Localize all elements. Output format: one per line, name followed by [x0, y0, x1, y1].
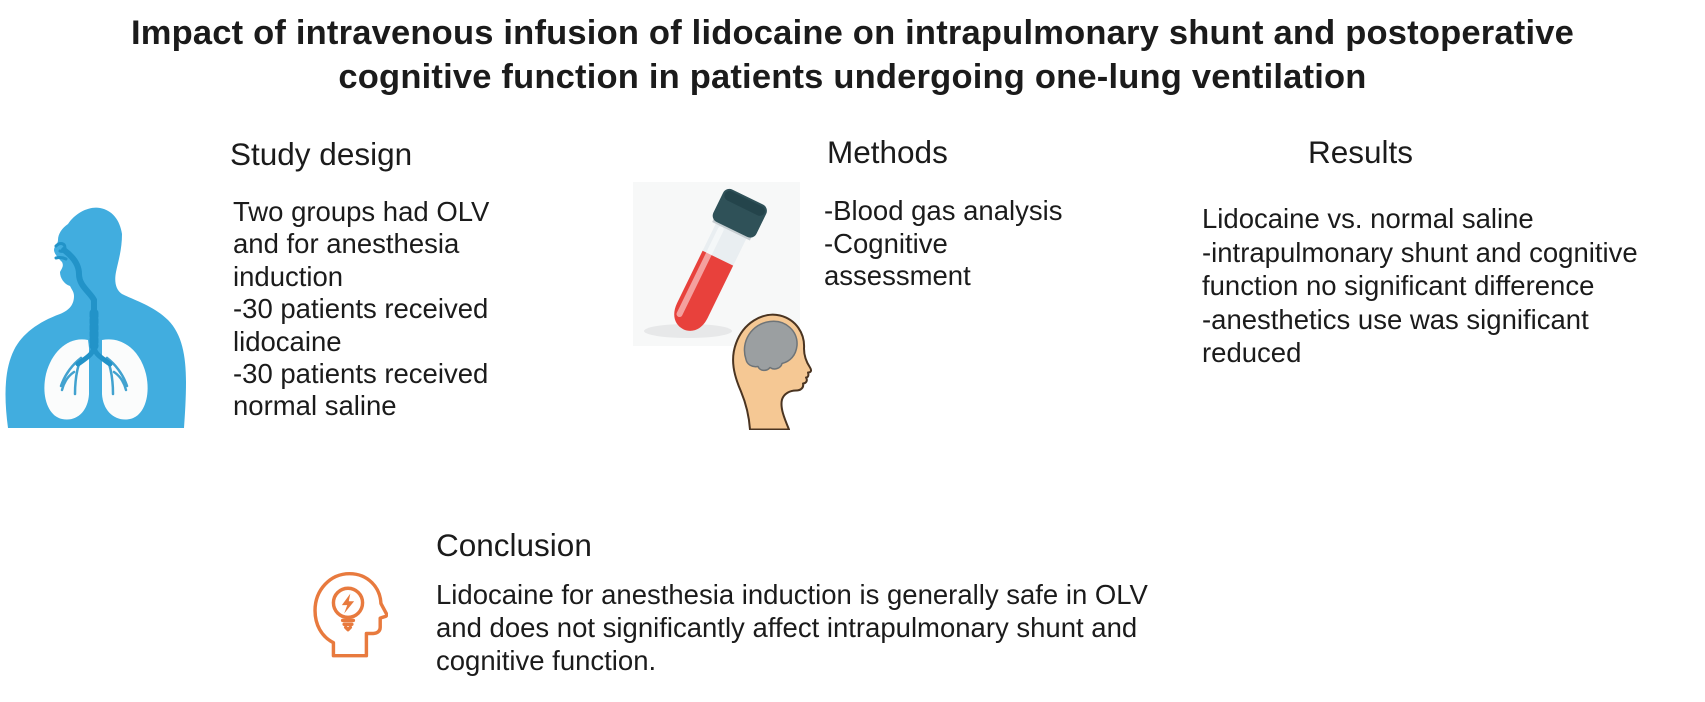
conclusion-line: Lidocaine for anesthesia induction is ge… — [436, 579, 1148, 610]
conclusion-line: cognitive function. — [436, 644, 657, 676]
head-with-lightbulb-icon — [313, 571, 388, 658]
results-text: Lidocaine vs. normal saline -intrapulmon… — [1202, 202, 1638, 370]
study-design-line: induction — [233, 260, 344, 292]
results-line: function no significant difference — [1202, 270, 1595, 302]
study-design-line: -30 patients received — [233, 293, 489, 325]
figure-title: Impact of intravenous infusion of lidoca… — [0, 12, 1705, 99]
human-torso-lungs-icon — [5, 207, 186, 428]
figure-title-line1: Impact of intravenous infusion of lidoca… — [130, 14, 1575, 52]
head-with-brain-icon — [732, 313, 813, 430]
results-line: -intrapulmonary shunt and cognitive — [1202, 236, 1638, 268]
study-design-text: Two groups had OLV and for anesthesia in… — [233, 196, 489, 423]
study-design-line: Two groups had OLV — [233, 196, 490, 227]
results-heading: Results — [1308, 134, 1414, 170]
conclusion-text: Lidocaine for anesthesia induction is ge… — [436, 579, 1148, 677]
study-design-line: lidocaine — [233, 325, 342, 357]
methods-text: -Blood gas analysis -Cognitive assessmen… — [824, 195, 1062, 293]
conclusion-heading: Conclusion — [436, 527, 592, 563]
methods-heading: Methods — [827, 134, 948, 170]
results-line: Lidocaine vs. normal saline — [1202, 203, 1534, 234]
results-line: -anesthetics use was significant — [1202, 303, 1589, 335]
methods-line: assessment — [824, 260, 971, 292]
figure-title-line2: cognitive function in patients undergoin… — [338, 57, 1367, 96]
methods-line: -Cognitive — [824, 227, 948, 259]
study-design-line: -30 patients received — [233, 358, 489, 390]
study-design-heading: Study design — [230, 136, 413, 172]
methods-line: -Blood gas analysis — [824, 195, 1063, 226]
study-design-line: and for anesthesia — [233, 228, 460, 260]
results-line: reduced — [1202, 337, 1302, 369]
conclusion-line: and does not significantly affect intrap… — [436, 611, 1138, 643]
study-design-line: normal saline — [233, 390, 397, 422]
